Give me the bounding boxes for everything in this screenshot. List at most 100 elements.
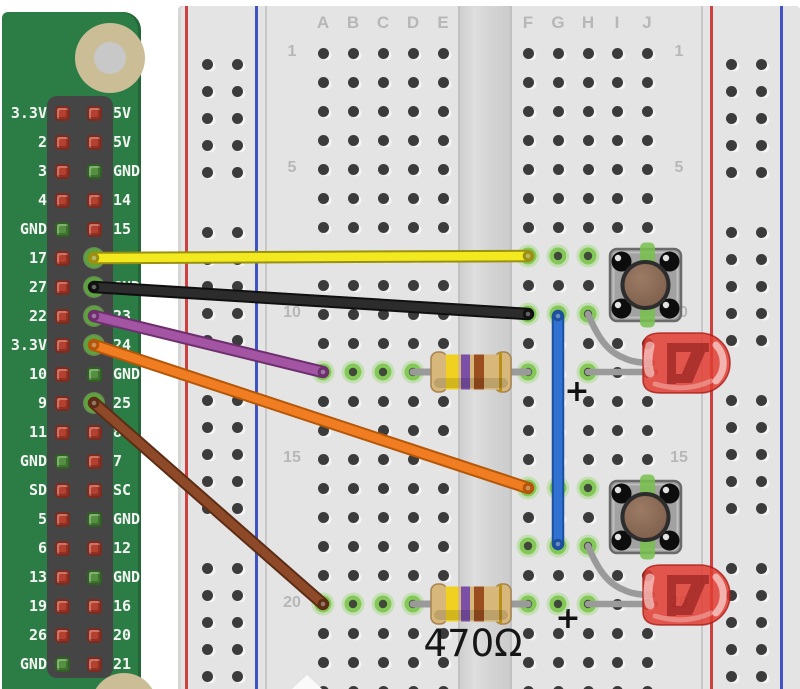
- hole-B5[interactable]: [347, 163, 359, 175]
- led-1[interactable]: [642, 332, 731, 394]
- pi-pin-row20-right[interactable]: [86, 656, 102, 672]
- pi-pin-row2-left[interactable]: [54, 134, 70, 150]
- rail-hole-1-7[interactable]: [231, 280, 243, 292]
- rail-hole-3-3[interactable]: [755, 139, 767, 151]
- rail-hole-1-18[interactable]: [231, 643, 243, 655]
- hole-G9[interactable]: [552, 279, 564, 291]
- rail-hole-2-17[interactable]: [725, 616, 737, 628]
- hole-E14[interactable]: [437, 424, 449, 436]
- hole-I1[interactable]: [611, 47, 623, 59]
- hole-A14[interactable]: [317, 424, 329, 436]
- hole-F2[interactable]: [522, 76, 534, 88]
- pi-pin-row19-left[interactable]: [54, 627, 70, 643]
- hole-J22[interactable]: [641, 656, 653, 668]
- rail-hole-3-12[interactable]: [755, 448, 767, 460]
- rail-hole-3-6[interactable]: [755, 253, 767, 265]
- hole-B15[interactable]: [347, 453, 359, 465]
- rail-hole-0-15[interactable]: [201, 562, 213, 574]
- hole-A2[interactable]: [317, 76, 329, 88]
- hole-I13[interactable]: [611, 395, 623, 407]
- hole-B11[interactable]: [347, 337, 359, 349]
- hole-D22[interactable]: [407, 656, 419, 668]
- resistor-470-2[interactable]: [409, 583, 532, 625]
- pi-pin-row10-left[interactable]: [54, 366, 70, 382]
- hole-A4[interactable]: [317, 134, 329, 146]
- hole-H2[interactable]: [582, 76, 594, 88]
- hole-G7[interactable]: [552, 221, 564, 233]
- hole-E18[interactable]: [437, 540, 449, 552]
- hole-C7[interactable]: [377, 221, 389, 233]
- hole-D15[interactable]: [407, 453, 419, 465]
- rail-hole-1-3[interactable]: [231, 139, 243, 151]
- rail-hole-0-17[interactable]: [201, 616, 213, 628]
- hole-B7[interactable]: [347, 221, 359, 233]
- hole-C15[interactable]: [377, 453, 389, 465]
- hole-A9[interactable]: [317, 279, 329, 291]
- hole-A6[interactable]: [317, 192, 329, 204]
- pi-pin-row12-right[interactable]: [86, 424, 102, 440]
- pi-pin-row3-right[interactable]: [86, 163, 102, 179]
- pi-pin-row5-right[interactable]: [86, 221, 102, 237]
- pi-pin-row17-right[interactable]: [86, 569, 102, 585]
- hole-B1[interactable]: [347, 47, 359, 59]
- hole-F5[interactable]: [522, 163, 534, 175]
- hole-H19[interactable]: [582, 569, 594, 581]
- rail-hole-3-13[interactable]: [755, 475, 767, 487]
- hole-G1[interactable]: [552, 47, 564, 59]
- hole-I22[interactable]: [611, 656, 623, 668]
- pi-pin-row2-right[interactable]: [86, 134, 102, 150]
- hole-H15[interactable]: [582, 453, 594, 465]
- hole-C3[interactable]: [377, 105, 389, 117]
- hole-C1[interactable]: [377, 47, 389, 59]
- hole-A5[interactable]: [317, 163, 329, 175]
- hole-A3[interactable]: [317, 105, 329, 117]
- hole-J5[interactable]: [641, 163, 653, 175]
- rail-hole-2-7[interactable]: [725, 280, 737, 292]
- rail-hole-2-18[interactable]: [725, 643, 737, 655]
- hole-G2[interactable]: [552, 76, 564, 88]
- hole-J3[interactable]: [641, 105, 653, 117]
- hole-C11[interactable]: [377, 337, 389, 349]
- pi-pin-row18-right[interactable]: [86, 598, 102, 614]
- hole-H5[interactable]: [582, 163, 594, 175]
- hole-I15[interactable]: [611, 453, 623, 465]
- hole-F17[interactable]: [522, 511, 534, 523]
- hole-E11[interactable]: [437, 337, 449, 349]
- hole-J15[interactable]: [641, 453, 653, 465]
- rail-hole-2-2[interactable]: [725, 112, 737, 124]
- rail-hole-3-19[interactable]: [755, 670, 767, 682]
- pi-pin-row18-left[interactable]: [54, 598, 70, 614]
- hole-C5[interactable]: [377, 163, 389, 175]
- hole-D2[interactable]: [407, 76, 419, 88]
- pushbutton-2[interactable]: [608, 474, 683, 560]
- pi-pin-row5-left[interactable]: [54, 221, 70, 237]
- rail-hole-3-18[interactable]: [755, 643, 767, 655]
- hole-E13[interactable]: [437, 395, 449, 407]
- rail-hole-0-12[interactable]: [201, 448, 213, 460]
- rail-hole-0-7[interactable]: [201, 280, 213, 292]
- rail-hole-1-5[interactable]: [231, 226, 243, 238]
- hole-I19[interactable]: [611, 569, 623, 581]
- rail-hole-1-19[interactable]: [231, 670, 243, 682]
- hole-B4[interactable]: [347, 134, 359, 146]
- hole-B6[interactable]: [347, 192, 359, 204]
- pi-pin-row15-left[interactable]: [54, 511, 70, 527]
- rail-hole-0-16[interactable]: [201, 589, 213, 601]
- rail-hole-2-0[interactable]: [725, 58, 737, 70]
- rail-hole-0-1[interactable]: [201, 85, 213, 97]
- rail-hole-1-8[interactable]: [231, 307, 243, 319]
- hole-H22[interactable]: [582, 656, 594, 668]
- purple-jumper-gpio23-wire[interactable]: [87, 309, 330, 379]
- hole-F1[interactable]: [522, 47, 534, 59]
- rail-hole-0-0[interactable]: [201, 58, 213, 70]
- rail-hole-2-9[interactable]: [725, 334, 737, 346]
- hole-I5[interactable]: [611, 163, 623, 175]
- rail-hole-0-18[interactable]: [201, 643, 213, 655]
- hole-F21[interactable]: [522, 627, 534, 639]
- pi-pin-row1-right[interactable]: [86, 105, 102, 121]
- hole-E22[interactable]: [437, 656, 449, 668]
- hole-D9[interactable]: [407, 279, 419, 291]
- rail-hole-3-9[interactable]: [755, 334, 767, 346]
- rail-hole-1-17[interactable]: [231, 616, 243, 628]
- hole-D6[interactable]: [407, 192, 419, 204]
